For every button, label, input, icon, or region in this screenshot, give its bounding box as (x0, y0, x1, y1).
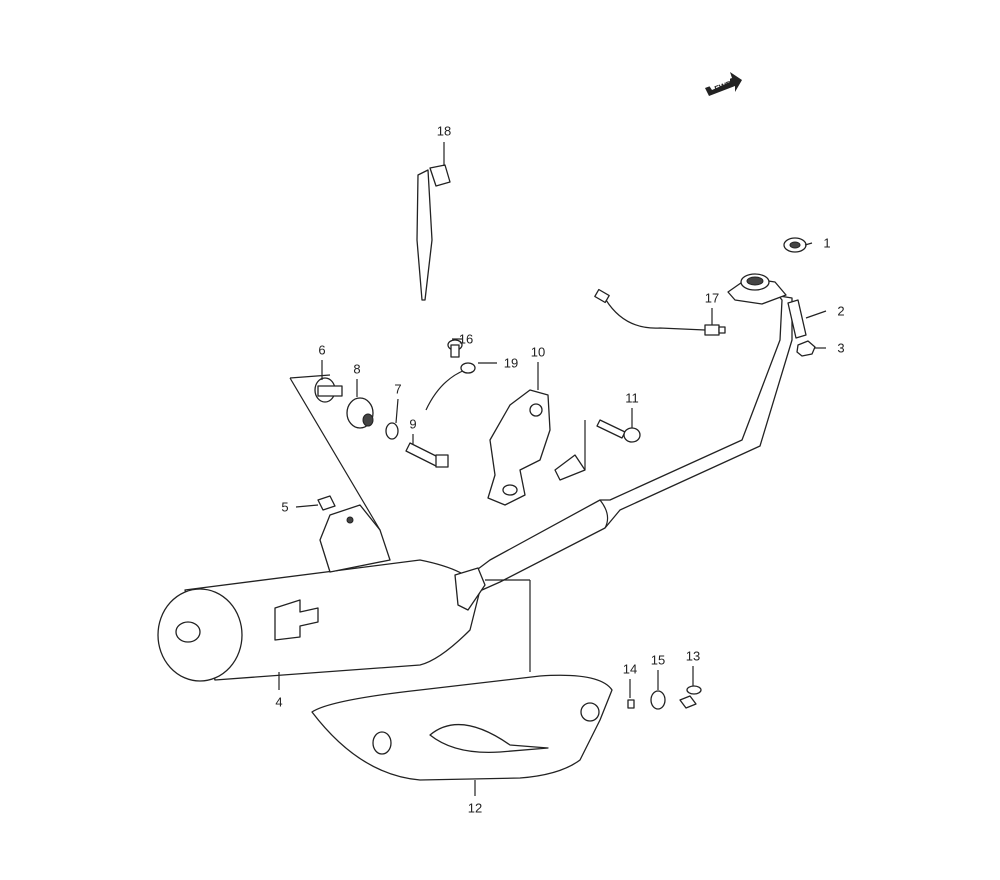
muffler (157, 504, 486, 682)
bracket (487, 389, 586, 506)
leader-lines (278, 142, 827, 796)
callout-13: 13 (685, 648, 701, 664)
callout-16: 16 (458, 331, 474, 347)
callout-2: 2 (837, 303, 845, 319)
callout-12: 12 (467, 800, 483, 816)
callout-18: 18 (436, 123, 452, 139)
small-parts (314, 237, 816, 710)
heat-shield (311, 674, 613, 781)
callout-6: 6 (318, 342, 326, 358)
callout-19: 19 (503, 355, 519, 371)
callout-7: 7 (394, 381, 402, 397)
callout-17: 17 (704, 290, 720, 306)
callout-5: 5 (281, 499, 289, 515)
callout-3: 3 (837, 340, 845, 356)
cable-tie (416, 164, 451, 301)
callout-14: 14 (622, 661, 638, 677)
callout-1: 1 (823, 235, 831, 251)
fwd-arrow-icon: FWD (705, 72, 742, 96)
callout-8: 8 (353, 361, 361, 377)
callout-9: 9 (409, 416, 417, 432)
callout-11: 11 (625, 390, 639, 406)
callout-15: 15 (650, 652, 666, 668)
callout-4: 4 (275, 694, 283, 710)
callout-10: 10 (530, 344, 546, 360)
oxygen-sensor (594, 288, 726, 336)
